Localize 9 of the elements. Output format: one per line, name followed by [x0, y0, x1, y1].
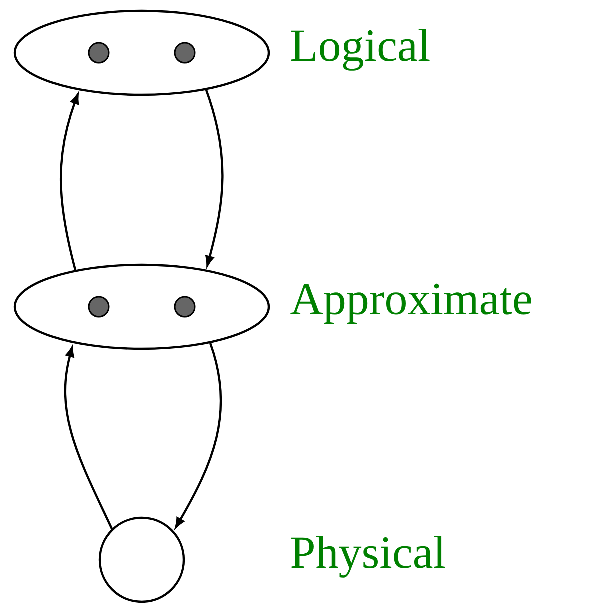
- level-label: Logical: [292, 29, 430, 71]
- arrow: [205, 90, 224, 266]
- arrow: [60, 94, 80, 270]
- level-label: Physical: [292, 536, 446, 578]
- arrow: [175, 343, 222, 528]
- level-label: Approximate: [290, 284, 532, 324]
- ellipse-node: [14, 10, 270, 96]
- arrow: [64, 346, 114, 530]
- ellipse-node: [14, 264, 270, 350]
